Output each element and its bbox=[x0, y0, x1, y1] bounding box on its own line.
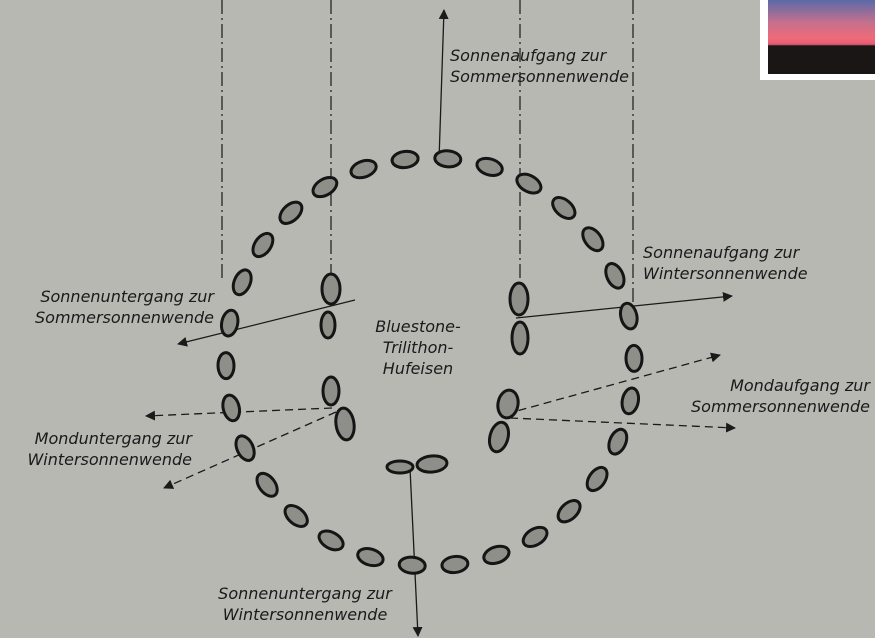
stone bbox=[486, 420, 511, 454]
stone bbox=[281, 501, 311, 530]
stone bbox=[520, 523, 551, 550]
sunset-photo bbox=[760, 0, 875, 80]
label-moonset: Monduntergang zur Wintersonnenwende bbox=[0, 428, 192, 470]
stone bbox=[249, 230, 277, 260]
stone bbox=[349, 157, 379, 181]
stone bbox=[391, 150, 419, 169]
stone bbox=[554, 496, 584, 525]
stone bbox=[583, 464, 611, 494]
label-line: Mondaufgang zur bbox=[658, 375, 870, 396]
stone bbox=[232, 433, 257, 463]
stone bbox=[218, 352, 234, 378]
label-line: Sonnenuntergang zur bbox=[205, 583, 405, 604]
moonrise-arrow-lower bbox=[510, 418, 735, 428]
stone bbox=[549, 193, 579, 222]
summer-sunrise-arrow bbox=[439, 10, 444, 160]
stone bbox=[322, 274, 340, 304]
label-bluestone-horseshoe: Bluestone- Trilithon- Hufeisen bbox=[358, 316, 478, 379]
label-summer-sunset: Sonnenuntergang zur Sommersonnenwende bbox=[14, 286, 214, 328]
label-line: Sonnenuntergang zur bbox=[14, 286, 214, 307]
stone bbox=[323, 377, 339, 405]
stone bbox=[441, 555, 469, 574]
stone bbox=[321, 312, 335, 338]
stone bbox=[482, 543, 512, 567]
stone bbox=[475, 155, 505, 178]
stone bbox=[220, 393, 241, 422]
stone bbox=[496, 388, 521, 419]
stone bbox=[512, 322, 528, 354]
label-line: Monduntergang zur bbox=[0, 428, 192, 449]
label-line: Trilithon- bbox=[358, 337, 478, 358]
stone bbox=[605, 427, 630, 457]
label-line: Sonnenaufgang zur bbox=[450, 45, 629, 66]
label-moonrise: Mondaufgang zur Sommersonnenwende bbox=[658, 375, 870, 417]
label-summer-sunrise: Sonnenaufgang zur Sommersonnenwende bbox=[450, 45, 629, 87]
stone bbox=[316, 527, 346, 554]
stone bbox=[276, 198, 306, 227]
sunset-photo-image bbox=[768, 0, 875, 74]
stone bbox=[230, 267, 255, 297]
stone bbox=[253, 470, 281, 500]
label-line: Wintersonnenwende bbox=[643, 263, 808, 284]
label-winter-sunrise: Sonnenaufgang zur Wintersonnenwende bbox=[643, 242, 808, 284]
stone bbox=[626, 345, 642, 371]
stone bbox=[399, 556, 426, 574]
label-line: Sommersonnenwende bbox=[658, 396, 870, 417]
label-line: Wintersonnenwende bbox=[0, 449, 192, 470]
stone bbox=[510, 283, 528, 315]
stone bbox=[387, 461, 413, 473]
stone bbox=[620, 387, 641, 416]
stone bbox=[579, 224, 607, 254]
stone bbox=[356, 546, 386, 569]
winter-sunset-arrow bbox=[410, 468, 418, 636]
label-line: Sommersonnenwende bbox=[14, 307, 214, 328]
label-line: Hufeisen bbox=[358, 358, 478, 379]
label-line: Bluestone- bbox=[358, 316, 478, 337]
label-line: Sonnenaufgang zur bbox=[643, 242, 808, 263]
stone bbox=[602, 261, 627, 291]
label-winter-sunset: Sonnenuntergang zur Wintersonnenwende bbox=[205, 583, 405, 625]
stone bbox=[334, 407, 356, 441]
stone bbox=[416, 455, 447, 474]
stone bbox=[434, 150, 461, 168]
stone bbox=[310, 174, 341, 201]
label-line: Sommersonnenwende bbox=[450, 66, 629, 87]
label-line: Wintersonnenwende bbox=[205, 604, 405, 625]
stone bbox=[219, 309, 240, 338]
stone bbox=[514, 170, 544, 197]
